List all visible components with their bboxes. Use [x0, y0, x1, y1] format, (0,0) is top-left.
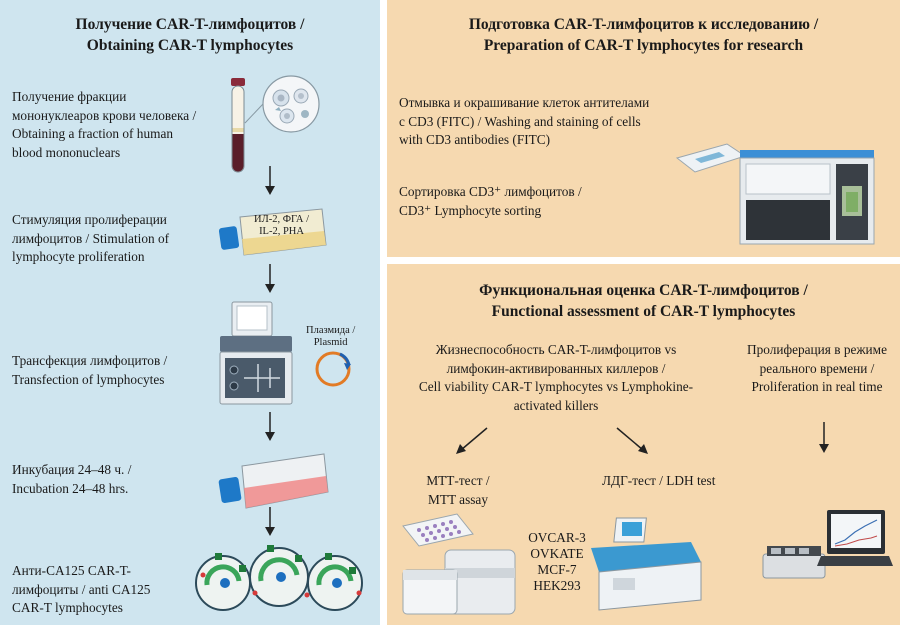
blood-tube-illustration [231, 75, 320, 173]
cell-sorter-illustration [739, 150, 875, 245]
flow-arrow-1 [265, 166, 275, 195]
step-stimulation: Стимуляция пролиферации лимфоцитов / Sti… [12, 212, 170, 264]
functional-panel-title: Функциональная оценка CAR-T-лимфоцитов /… [479, 282, 808, 320]
preparation-panel: Подготовка CAR-T-лимфоцитов к исследован… [387, 0, 900, 257]
ldh-analyzer-illustration [591, 517, 702, 611]
plasmid-label: Плазмида / Plasmid [306, 325, 356, 348]
arrow-to-mtt [456, 427, 488, 454]
plate-reader-illustration [402, 513, 516, 615]
arrow-to-ldh [616, 427, 648, 454]
flow-arrow-3 [265, 412, 275, 441]
preparation-panel-title: Подготовка CAR-T-лимфоцитов к исследован… [468, 16, 819, 54]
step-incubation: Инкубация 24–48 ч. / Incubation 24–48 hr… [12, 462, 132, 496]
flow-arrow-2 [265, 264, 275, 293]
plasmid-icon [315, 351, 351, 387]
incubation-flask-illustration [218, 453, 329, 509]
flask-il2-illustration [218, 208, 327, 256]
car-t-cell-3-icon [307, 555, 363, 611]
proliferation-text: Пролиферация в режиме реального времени … [747, 342, 887, 394]
functional-assessment-panel: Функциональная оценка CAR-T-лимфоцитов /… [387, 264, 900, 625]
step-blood-mononuclears: Получение фракции мононуклеаров крови че… [12, 89, 197, 160]
obtaining-panel-title: Получение CAR-T-лимфоцитов / Obtaining C… [75, 16, 305, 54]
washing-staining-text: Отмывка и окрашивание клеток антителами … [399, 95, 650, 147]
step-transfection: Трансфекция лимфоцитов / Transfection of… [12, 353, 168, 387]
mtt-assay-label: МТТ-тест / MTT assay [426, 473, 490, 507]
cd3-sorting-text: Сортировка CD3⁺ лимфоцитов / CD3⁺ Lympho… [399, 184, 582, 218]
car-t-cell-1-icon [195, 555, 251, 611]
cell-lines-list: OVCAR-3 OVKATE MCF-7 HEK293 [528, 530, 586, 593]
flask-il2-label: ИЛ-2, ФГА / IL-2, PHA [254, 214, 310, 237]
car-t-cells-illustration [195, 545, 363, 611]
viability-text: Жизнеспособность CAR-T-лимфоцитов vs лим… [418, 342, 694, 413]
ldh-test-label: ЛДГ-тест / LDH test [602, 473, 716, 488]
step-anti-ca125-cells: Анти-CA125 CAR-T- лимфоциты / anti CA125… [12, 563, 151, 615]
obtaining-car-t-panel: Получение CAR-T-лимфоцитов / Obtaining C… [0, 0, 380, 625]
car-t-cell-2-icon [249, 547, 309, 607]
transfection-device-illustration [219, 301, 293, 405]
flow-arrow-4 [265, 507, 275, 536]
arrow-to-realtime [819, 422, 829, 453]
realtime-setup-illustration [762, 510, 893, 579]
